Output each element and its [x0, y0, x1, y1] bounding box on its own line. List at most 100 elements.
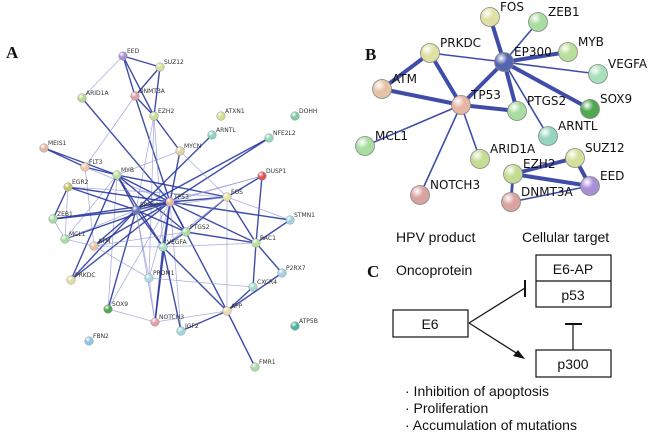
protein-node-icon[interactable]: [222, 192, 232, 202]
a-node-atm[interactable]: ATM: [89, 238, 111, 251]
protein-node-icon[interactable]: [112, 170, 122, 180]
protein-node-icon[interactable]: [216, 111, 226, 121]
protein-node-icon[interactable]: [372, 79, 392, 99]
protein-node-icon[interactable]: [290, 321, 300, 331]
a-node-dohh[interactable]: DOHH: [290, 108, 318, 121]
b-node-arntl[interactable]: ARNTL: [538, 119, 598, 146]
protein-node-icon[interactable]: [480, 7, 500, 27]
protein-node-icon[interactable]: [39, 143, 49, 153]
a-node-cxcr4[interactable]: CXCR4: [248, 279, 278, 292]
a-node-mycn[interactable]: MYCN: [175, 143, 202, 156]
protein-node-icon[interactable]: [470, 149, 490, 169]
b-node-suz12[interactable]: SUZ12: [565, 141, 625, 168]
a-node-ep300[interactable]: EP300: [131, 202, 159, 215]
protein-node-icon[interactable]: [130, 91, 140, 101]
protein-node-icon[interactable]: [131, 205, 141, 215]
a-node-eed[interactable]: EED: [118, 48, 140, 61]
protein-node-icon[interactable]: [565, 148, 585, 168]
b-node-ptgs2[interactable]: PTGS2: [507, 94, 567, 121]
protein-node-icon[interactable]: [66, 275, 76, 285]
protein-node-icon[interactable]: [149, 111, 159, 121]
b-node-eed[interactable]: EED: [580, 169, 625, 196]
a-node-egr2[interactable]: EGR2: [63, 179, 89, 192]
a-node-ptgs2[interactable]: PTGS2: [181, 224, 210, 237]
protein-node-icon[interactable]: [257, 171, 267, 181]
protein-node-icon[interactable]: [248, 282, 258, 292]
protein-node-icon[interactable]: [355, 136, 375, 156]
protein-node-icon[interactable]: [451, 95, 471, 115]
a-node-prkdc[interactable]: PRKDC: [66, 272, 96, 285]
a-node-dusp1[interactable]: DUSP1: [257, 168, 287, 181]
protein-node-icon[interactable]: [264, 133, 274, 143]
b-node-mcl1[interactable]: MCL1: [355, 129, 409, 156]
protein-node-icon[interactable]: [538, 126, 558, 146]
protein-node-icon[interactable]: [507, 101, 527, 121]
protein-node-icon[interactable]: [285, 215, 295, 225]
a-node-notch3[interactable]: NOTCH3: [150, 314, 185, 327]
a-node-prdm1[interactable]: PRDM1: [144, 270, 175, 283]
a-node-zeb1[interactable]: ZEB1: [48, 211, 73, 224]
protein-node-icon[interactable]: [251, 238, 261, 248]
protein-node-icon[interactable]: [501, 192, 521, 212]
protein-node-icon[interactable]: [144, 273, 154, 283]
a-node-fmr1[interactable]: FMR1: [250, 359, 276, 372]
protein-node-icon[interactable]: [494, 52, 514, 72]
b-node-ep300[interactable]: EP300: [494, 45, 552, 72]
a-node-p2rx7[interactable]: P2RX7: [277, 265, 306, 278]
protein-node-icon[interactable]: [290, 111, 300, 121]
protein-node-icon[interactable]: [420, 43, 440, 63]
a-node-vegfa[interactable]: VEGFA: [158, 239, 188, 252]
a-node-fbn2[interactable]: FBN2: [84, 333, 109, 346]
b-node-arid1a[interactable]: ARID1A: [470, 142, 536, 169]
a-node-nfe2l2[interactable]: NFE2L2: [264, 130, 296, 143]
a-node-fos[interactable]: FOS: [222, 189, 243, 202]
a-node-rac1[interactable]: RAC1: [251, 235, 276, 248]
protein-node-icon[interactable]: [77, 93, 87, 103]
protein-node-icon[interactable]: [580, 99, 600, 119]
a-node-flt3[interactable]: FLT3: [80, 159, 103, 172]
b-node-fos[interactable]: FOS: [480, 0, 524, 27]
protein-node-icon[interactable]: [80, 162, 90, 172]
protein-node-icon[interactable]: [103, 304, 113, 314]
protein-node-icon[interactable]: [63, 182, 73, 192]
b-node-ezh2[interactable]: EZH2: [503, 157, 556, 184]
protein-node-icon[interactable]: [60, 234, 70, 244]
protein-node-icon[interactable]: [222, 306, 232, 316]
a-node-suz12[interactable]: SUZ12: [155, 59, 184, 72]
a-node-meis1[interactable]: MEIS1: [39, 140, 67, 153]
protein-node-icon[interactable]: [410, 185, 430, 205]
protein-node-icon[interactable]: [158, 242, 168, 252]
a-node-app[interactable]: APP: [222, 303, 243, 316]
b-node-prkdc[interactable]: PRKDC: [420, 36, 482, 63]
protein-node-icon[interactable]: [528, 12, 548, 32]
b-node-notch3[interactable]: NOTCH3: [410, 178, 481, 205]
b-node-sox9[interactable]: SOX9: [580, 92, 633, 119]
protein-node-icon[interactable]: [48, 214, 58, 224]
a-node-myb[interactable]: MYB: [112, 167, 134, 180]
a-node-arntl[interactable]: ARNTL: [207, 127, 237, 140]
b-node-dnmt3a[interactable]: DNMT3A: [501, 185, 574, 212]
protein-node-icon[interactable]: [165, 197, 175, 207]
b-node-vegfa[interactable]: VEGFA: [588, 57, 648, 84]
protein-node-icon[interactable]: [277, 268, 287, 278]
protein-node-icon[interactable]: [207, 130, 217, 140]
protein-node-icon[interactable]: [580, 176, 600, 196]
a-node-atxn1[interactable]: ATXN1: [216, 108, 245, 121]
a-node-igf2[interactable]: IGF2: [176, 323, 199, 336]
protein-node-icon[interactable]: [558, 42, 578, 62]
b-node-myb[interactable]: MYB: [558, 35, 604, 62]
a-node-mcl1[interactable]: MCL1: [60, 231, 86, 244]
a-node-sox9[interactable]: SOX9: [103, 301, 129, 314]
protein-node-icon[interactable]: [118, 51, 128, 61]
a-node-arid1a[interactable]: ARID1A: [77, 90, 110, 103]
protein-node-icon[interactable]: [155, 62, 165, 72]
a-node-ezh2[interactable]: EZH2: [149, 108, 175, 121]
a-node-stmn1[interactable]: STMN1: [285, 212, 315, 225]
protein-node-icon[interactable]: [150, 317, 160, 327]
protein-node-icon[interactable]: [250, 362, 260, 372]
b-node-atm[interactable]: ATM: [372, 72, 417, 99]
protein-node-icon[interactable]: [175, 146, 185, 156]
a-node-tp53[interactable]: TP53: [165, 194, 189, 207]
protein-node-icon[interactable]: [181, 227, 191, 237]
protein-node-icon[interactable]: [588, 64, 608, 84]
